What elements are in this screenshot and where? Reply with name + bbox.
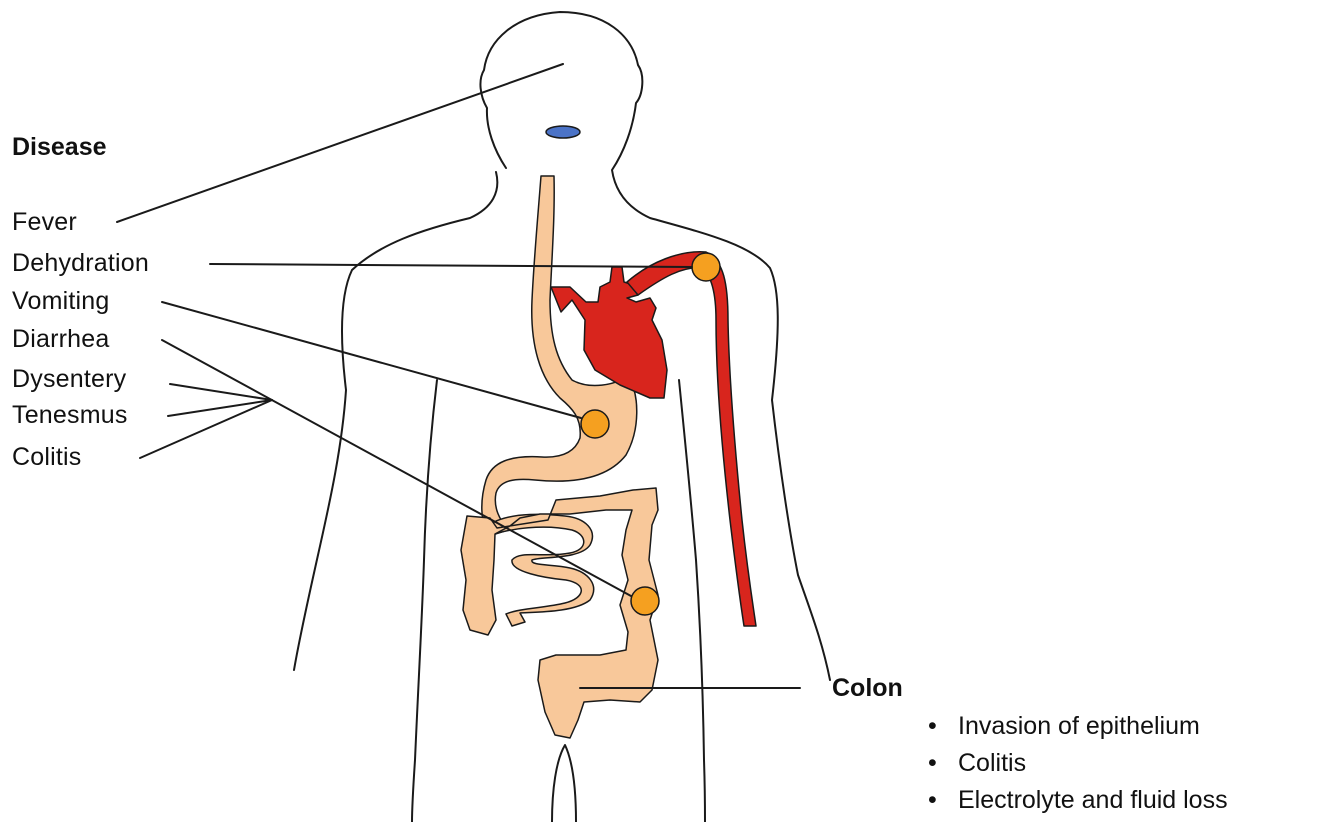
symptom-tenesmus: Tenesmus	[12, 400, 128, 430]
symptom-colitis: Colitis	[12, 442, 81, 472]
colon-bullet-item: Colitis	[926, 745, 1228, 782]
leader-tenesmus	[168, 400, 272, 416]
colon-bullet-item: Electrolyte and fluid loss	[926, 782, 1228, 819]
marker-stomach	[581, 410, 609, 438]
leader-colitis	[140, 400, 272, 458]
leader-dehydration	[210, 264, 692, 267]
leader-vomiting	[162, 302, 581, 418]
disease-heading: Disease	[12, 132, 107, 162]
colon-heading: Colon	[832, 673, 903, 703]
symptom-fever: Fever	[12, 207, 77, 237]
marker-colon	[631, 587, 659, 615]
symptom-vomiting: Vomiting	[12, 286, 110, 316]
symptom-dysentery: Dysentery	[12, 364, 126, 394]
colon-bullet-list: Invasion of epithelium Colitis Electroly…	[926, 708, 1228, 819]
leader-fever	[117, 64, 563, 222]
symptom-dehydration: Dehydration	[12, 248, 149, 278]
symptom-diarrhea: Diarrhea	[12, 324, 109, 354]
small-intestine	[489, 514, 594, 626]
uvula	[546, 126, 580, 138]
marker-dehydration	[692, 253, 720, 281]
colon-bullet-item: Invasion of epithelium	[926, 708, 1228, 745]
